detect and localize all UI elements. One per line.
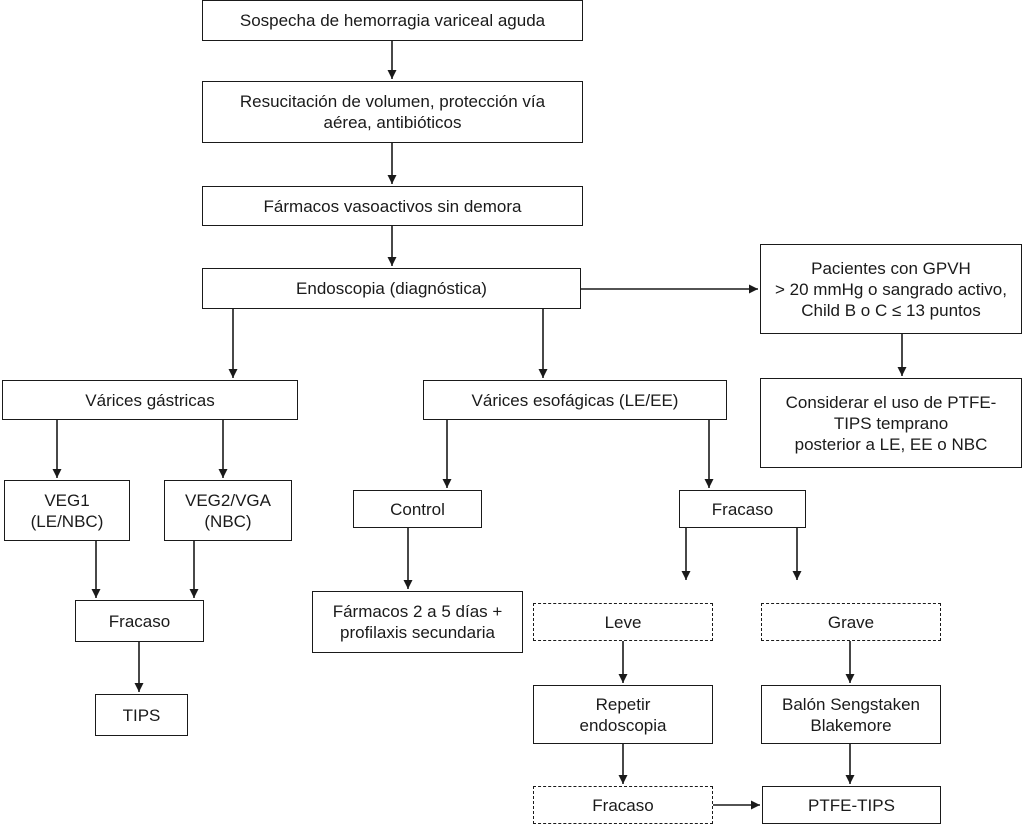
ptfe-tips-text: PTFE-TIPS [808, 795, 895, 815]
gastric-varices-text: Várices gástricas [85, 390, 215, 410]
control-treatment-box: Fármacos 2 a 5 días + profilaxis secunda… [312, 591, 523, 653]
esophageal-varices-text: Várices esofágicas (LE/EE) [471, 390, 679, 410]
veg2-box: VEG2/VGA (NBC) [164, 480, 292, 541]
gastric-varices-box: Várices gástricas [2, 380, 298, 420]
severe-text: Grave [827, 612, 875, 632]
ptfe-tips-box: PTFE-TIPS [762, 786, 941, 824]
esophageal-failure-text: Fracaso [711, 499, 774, 519]
mild-box: Leve [533, 603, 713, 641]
veg2-text: VEG2/VGA (NBC) [185, 490, 271, 531]
repeat-endoscopy-text: Repetir endoscopia [579, 694, 667, 735]
control-treatment-text: Fármacos 2 a 5 días + profilaxis secunda… [332, 602, 503, 642]
hvpg-patients-box: Pacientes con GPVH > 20 mmHg o sangrado … [760, 244, 1022, 334]
balloon-text: Balón Sengstaken Blakemore [782, 694, 920, 735]
tips-box: TIPS [95, 694, 188, 736]
consider-tips-text: Considerar el uso de PTFE- TIPS temprano… [785, 392, 997, 454]
balloon-box: Balón Sengstaken Blakemore [761, 685, 941, 744]
vasoactive-box: Fármacos vasoactivos sin demora [202, 186, 583, 226]
gastric-failure-text: Fracaso [108, 611, 171, 631]
consider-tips-box: Considerar el uso de PTFE- TIPS temprano… [760, 378, 1022, 468]
mild-text: Leve [604, 612, 642, 632]
tips-text: TIPS [122, 705, 161, 725]
endoscopy-box: Endoscopia (diagnóstica) [202, 268, 581, 309]
veg1-box: VEG1 (LE/NBC) [4, 480, 130, 541]
suspicion-text: Sospecha de hemorragia variceal aguda [239, 11, 546, 30]
severe-box: Grave [761, 603, 941, 641]
vasoactive-text: Fármacos vasoactivos sin demora [263, 196, 522, 216]
esophageal-varices-box: Várices esofágicas (LE/EE) [423, 380, 727, 420]
resuscitation-text: Resucitación de volumen, protección vía … [239, 92, 546, 132]
esophageal-failure-box: Fracaso [679, 490, 806, 528]
veg1-text: VEG1 (LE/NBC) [30, 490, 104, 531]
repeat-failure-box: Fracaso [533, 786, 713, 824]
repeat-failure-text: Fracaso [592, 795, 654, 815]
suspicion-box: Sospecha de hemorragia variceal aguda [202, 0, 583, 41]
endoscopy-text: Endoscopia (diagnóstica) [296, 279, 487, 298]
hvpg-patients-text: Pacientes con GPVH > 20 mmHg o sangrado … [775, 258, 1007, 320]
control-box: Control [353, 490, 482, 528]
gastric-failure-box: Fracaso [75, 600, 204, 642]
control-text: Control [390, 499, 445, 519]
resuscitation-box: Resucitación de volumen, protección vía … [202, 81, 583, 143]
repeat-endoscopy-box: Repetir endoscopia [533, 685, 713, 744]
